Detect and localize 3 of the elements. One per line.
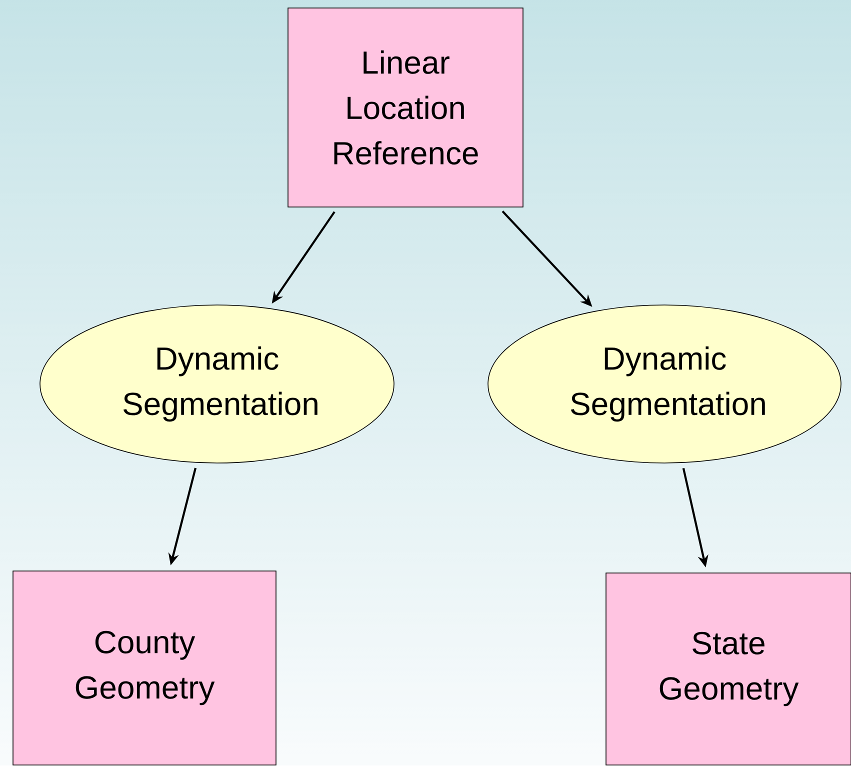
- process-box: County Geometry: [12, 570, 276, 766]
- process-box: State Geometry: [606, 572, 851, 766]
- process-box: Linear Location Reference: [288, 8, 524, 208]
